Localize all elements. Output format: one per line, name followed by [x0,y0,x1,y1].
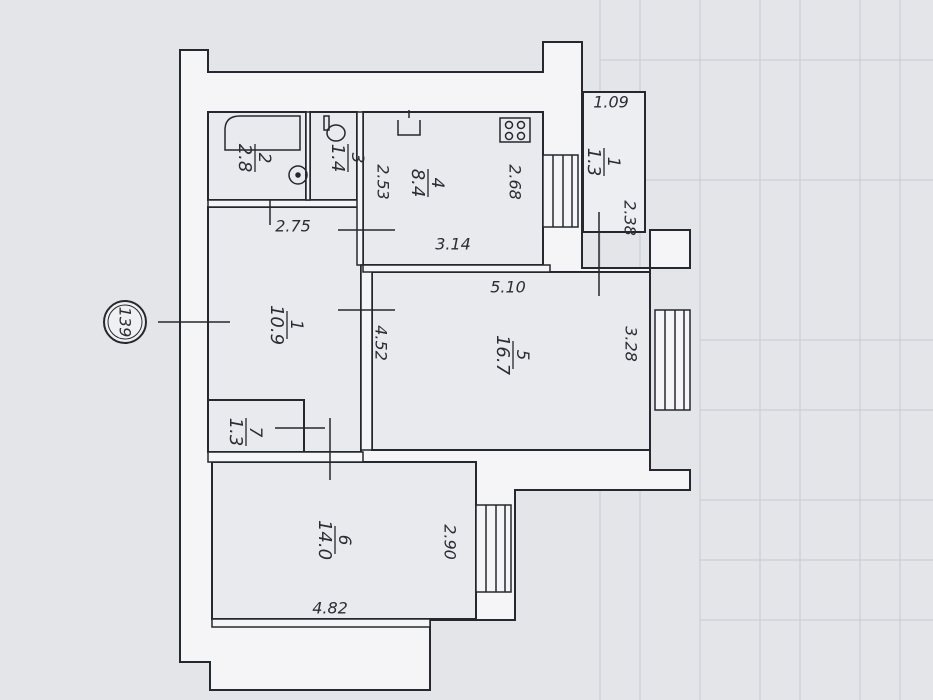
room-label: 516.7 [492,335,532,376]
room-number: 7 [245,427,265,438]
dimension-label: 2.38 [621,200,640,236]
dimension-label: 2.68 [506,164,525,200]
dimension-label: 2.53 [374,164,393,200]
room-number: 1 [603,157,623,168]
door-marks [158,200,640,480]
room-area: 14.0 [314,520,335,560]
bedroom-window [475,504,512,593]
room-label: 11.3 [583,148,623,177]
room-area: 2.8 [234,144,255,173]
partitions [207,111,551,628]
room-label: 22.8 [234,144,274,173]
stove-icon [499,117,531,143]
kitchen-sink-icon [397,120,421,136]
dimension-label: 4.82 [312,599,348,618]
dimension-label: 3.28 [622,326,641,362]
kitchen-window [542,154,579,228]
dimension-labels: 1.09 2.38 2.53 2.68 3.14 2.75 4.52 5.10 3.28 2.90… [275,93,640,618]
dimension-label: 2.90 [441,524,460,560]
bath-sink-icon [288,165,308,185]
room-number: 3 [347,153,367,164]
room-4-kitchen [362,111,544,266]
room-number: 4 [427,178,447,189]
dimension-label: 3.14 [435,235,471,254]
unit-badge: 139 [103,300,147,344]
room-number: 6 [334,535,354,546]
toilet-icon [326,124,346,142]
room-label: 48.4 [407,169,447,198]
dimension-label: 1.09 [593,93,629,112]
room-number: 2 [254,153,274,164]
room-label: 614.0 [314,520,354,560]
dimension-label: 4.52 [372,325,391,361]
room-area: 8.4 [407,169,428,198]
room-area: 1.3 [225,418,246,447]
room-area: 1.4 [327,144,348,173]
unit-number: 139 [116,307,135,338]
room-6-bedroom [211,461,477,620]
bathtub-icon [224,115,301,151]
room-5-living [371,271,651,451]
room-area: 16.7 [492,335,513,376]
room-3-wc [309,111,358,201]
room-label: 71.3 [225,418,265,447]
room-area: 1.3 [583,148,604,177]
room-label: 110.9 [266,305,306,345]
balcony [582,91,646,233]
dimension-label: 2.75 [275,217,311,236]
windows [475,154,691,593]
room-number: 5 [512,350,532,361]
room-label: 31.4 [327,144,367,173]
dimension-label: 5.10 [490,278,526,297]
room-number: 1 [286,320,306,331]
room-area: 10.9 [266,305,287,345]
fixtures [224,110,531,185]
living-window [654,309,691,411]
